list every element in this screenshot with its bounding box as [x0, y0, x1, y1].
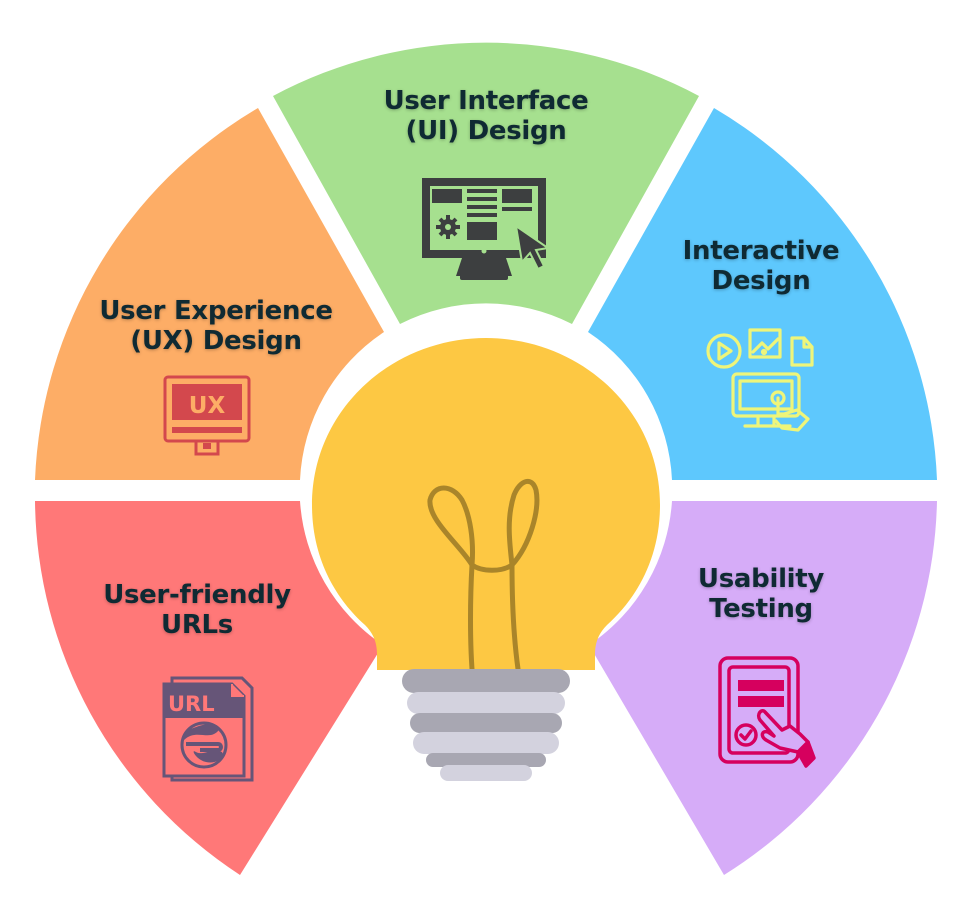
url-file-globe-icon: URL [162, 676, 254, 782]
interactive-media-touch-icon [706, 328, 814, 432]
lightbulb-icon [312, 338, 660, 781]
monitor-ux-icon: UX [163, 375, 251, 456]
label-line: User-friendly [103, 580, 291, 610]
monitor-ui-cursor-icon [422, 178, 551, 280]
label-line: Usability [697, 564, 825, 594]
label-line: (UI) Design [405, 116, 567, 146]
tablet-checklist-touch-icon [718, 656, 816, 768]
label-line: User Experience [99, 296, 333, 326]
label-interactive-design: Interactive Design [683, 236, 840, 296]
segment-interactive-design [588, 108, 937, 480]
label-ui-design: User Interface (UI) Design [384, 86, 589, 146]
segment-ux-design [35, 108, 384, 480]
label-line: User Interface [383, 86, 589, 116]
label-line: Testing [709, 594, 813, 624]
label-ux-design: User Experience (UX) Design [99, 296, 333, 356]
label-line: Design [711, 266, 811, 296]
ux-icon-text: UX [189, 393, 226, 419]
url-icon-text: URL [168, 692, 215, 716]
label-line: URLs [161, 610, 233, 640]
label-user-friendly-urls: User-friendly URLs [103, 580, 291, 640]
label-line: (UX) Design [130, 326, 302, 356]
label-line: Interactive [682, 236, 840, 266]
label-usability-testing: Usability Testing [698, 564, 824, 624]
